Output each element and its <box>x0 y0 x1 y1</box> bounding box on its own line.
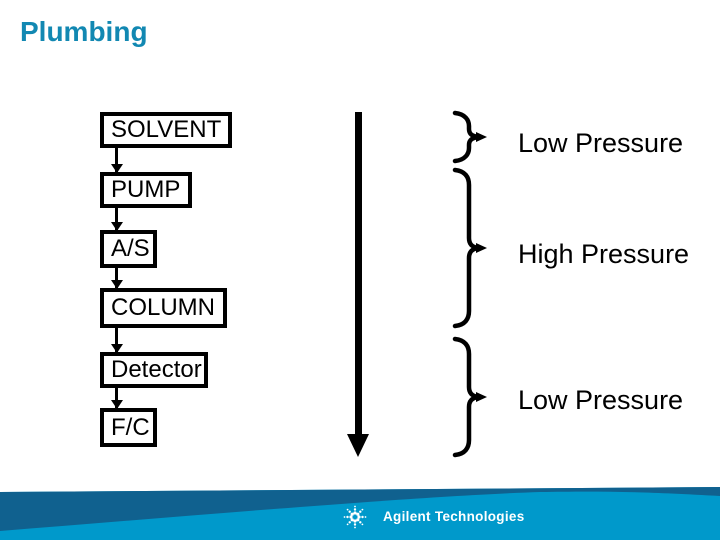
connector-arrow-icon <box>110 386 123 409</box>
flow-box-detector: Detector <box>100 352 208 388</box>
pressure-label-high: High Pressure <box>518 239 690 269</box>
flow-box-label: A/S <box>111 235 150 262</box>
connector-arrow-icon <box>110 326 123 353</box>
brand-text: Agilent Technologies <box>383 509 525 524</box>
brace-icon <box>452 336 487 458</box>
footer-band <box>0 487 720 540</box>
flow-direction-arrowhead-icon <box>347 434 369 457</box>
flow-box-label: Detector <box>111 356 202 383</box>
flow-box-label: PUMP <box>111 176 181 203</box>
flow-box-label: SOLVENT <box>111 116 222 143</box>
flow-box-label: COLUMN <box>111 294 216 321</box>
flow-box-column: COLUMN <box>100 288 227 328</box>
flow-direction-arrow <box>355 112 362 438</box>
flow-box-pump: PUMP <box>100 172 192 208</box>
flow-box-solvent: SOLVENT <box>100 112 232 148</box>
connector-arrow-icon <box>110 146 123 173</box>
flow-box-label: F/C <box>111 413 150 441</box>
flow-box-fraction-collector: F/C <box>100 408 157 447</box>
connector-arrow-icon <box>110 206 123 231</box>
pressure-label-low-1: Low Pressure <box>518 128 684 158</box>
connector-arrow-icon <box>110 266 123 289</box>
brace-icon <box>452 167 487 329</box>
agilent-spark-icon <box>343 505 367 529</box>
brace-icon <box>452 110 487 164</box>
pressure-label-low-2: Low Pressure <box>518 385 684 415</box>
page-title: Plumbing <box>20 16 148 47</box>
flow-box-autosampler: A/S <box>100 230 157 268</box>
